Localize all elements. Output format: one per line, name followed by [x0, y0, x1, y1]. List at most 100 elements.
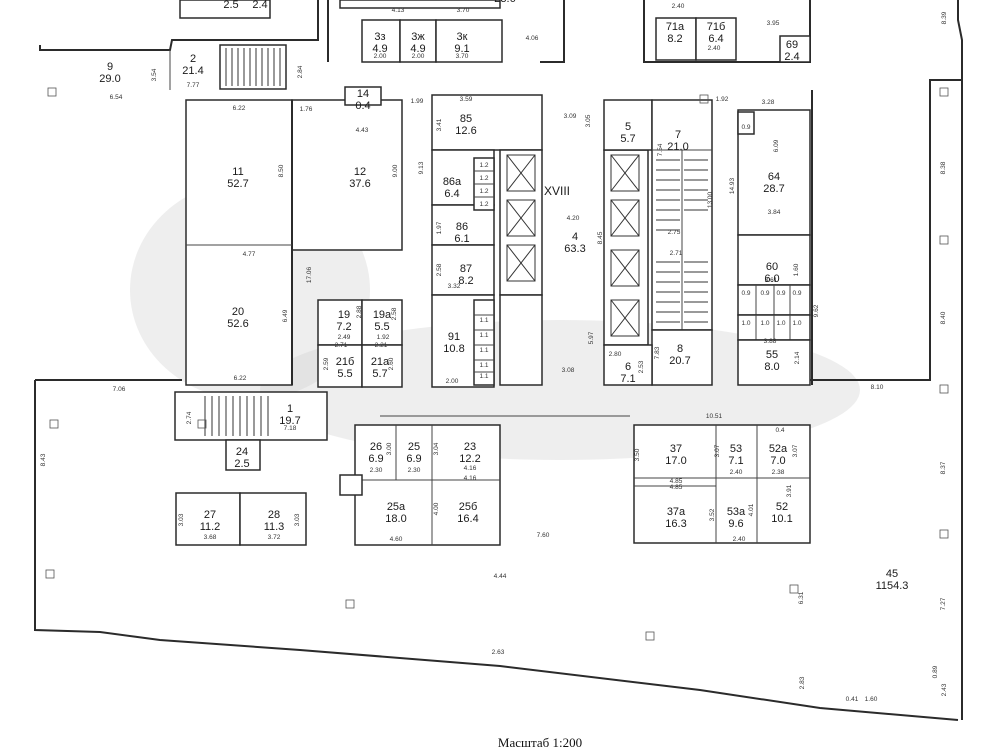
- dimension-label: 3.84: [768, 209, 781, 216]
- dimension-label: 2.30: [408, 467, 421, 474]
- dimension-label: 3.08: [562, 367, 575, 374]
- dimension-label: 7.18: [284, 425, 297, 432]
- small-area-label: 1.2: [479, 175, 488, 182]
- dimension-label: 2.75: [668, 229, 681, 236]
- vertical-dimension-label: 9.13: [418, 161, 425, 174]
- dimension-label: 3.95: [767, 20, 780, 27]
- room-area: 10.1: [771, 513, 792, 525]
- room-number: 11: [232, 166, 243, 178]
- room-number: 27: [204, 509, 216, 521]
- stairs-top: [219, 44, 287, 90]
- vertical-dimension-label: 2.83: [799, 676, 806, 689]
- room-number: 26: [370, 441, 382, 453]
- dimension-label: 3.68: [204, 534, 217, 541]
- room-area: 16.4: [457, 513, 478, 525]
- dimension-label: 3.70: [457, 7, 470, 14]
- room-number: 3к: [457, 31, 468, 43]
- vertical-dimension-label: 3.07: [714, 444, 721, 457]
- dimension-label: 3.88: [764, 338, 777, 345]
- dimension-label: 2.00: [446, 378, 459, 385]
- top-rooms: [179, 0, 811, 63]
- room-number: 9: [107, 61, 113, 73]
- dimension-label: 2.63: [492, 649, 505, 656]
- room-area: 5.5: [337, 368, 352, 380]
- vertical-dimension-label: 3.04: [433, 442, 440, 455]
- vertical-dimension-label: 1.60: [793, 263, 800, 276]
- columns: [45, 87, 949, 641]
- room-number: 85: [460, 113, 472, 125]
- dimension-label: 2.71: [670, 250, 683, 257]
- room-number: 87: [460, 263, 472, 275]
- room-area: 52.7: [227, 178, 248, 190]
- dimension-label: 4.20: [567, 215, 580, 222]
- small-area-label: 1.1: [479, 373, 488, 380]
- room-area: 9.1: [454, 43, 469, 55]
- right-bottom: [633, 424, 811, 544]
- dimension-label: 1.99: [411, 98, 424, 105]
- room-area: 6.1: [454, 233, 469, 245]
- dimension-label: 1.76: [300, 106, 313, 113]
- dimension-label: 7.60: [537, 532, 550, 539]
- room-area: 0.4: [355, 100, 370, 112]
- room-number: 4: [572, 231, 578, 243]
- room-area: 12.2: [459, 453, 480, 465]
- dimension-label: 3.32: [448, 283, 461, 290]
- room-area: 7.1: [620, 373, 635, 385]
- room-number: 71б: [707, 21, 726, 33]
- room-number: 14: [357, 88, 369, 100]
- small-area-label: 1.2: [479, 201, 488, 208]
- vertical-dimension-label: 7.27: [940, 597, 947, 610]
- room-number: 55: [766, 349, 778, 361]
- vertical-dimension-label: 2.84: [297, 65, 304, 78]
- room-number: 91: [448, 331, 460, 343]
- vertical-dimension-label: 8.38: [940, 161, 947, 174]
- dimension-label: 8.10: [871, 384, 884, 391]
- dimension-label: 2.00: [374, 53, 387, 60]
- room-number: 8: [677, 343, 683, 355]
- room-area: 8.2: [458, 275, 473, 287]
- room-number: 37а: [667, 506, 686, 518]
- room-area: 8.0: [764, 361, 779, 373]
- room-area: 21.0: [667, 141, 688, 153]
- vertical-dimension-label: 6.49: [282, 309, 289, 322]
- room-area: 8.2: [667, 33, 682, 45]
- small-area-label: 1.0: [792, 320, 801, 327]
- room-number: 19: [338, 309, 350, 321]
- room-area: 1154.3: [876, 580, 909, 592]
- room-area: 5.5: [374, 321, 389, 333]
- room-number: 25б: [459, 501, 478, 513]
- room-number: 25а: [387, 501, 406, 513]
- room-number: 1: [287, 403, 293, 415]
- vertical-dimension-label: 8.40: [940, 311, 947, 324]
- vertical-dimension-label: 6.31: [798, 591, 805, 604]
- room-number: 52а: [769, 443, 788, 455]
- dimension-label: 7.06: [113, 386, 126, 393]
- vertical-dimension-label: 7.83: [654, 346, 661, 359]
- room-number: 7: [675, 129, 681, 141]
- room-number: 64: [768, 171, 780, 183]
- room-number: 19а: [373, 309, 392, 321]
- dimension-label: 2.80: [609, 351, 622, 358]
- dimension-label: 2.71: [335, 342, 348, 349]
- dimension-label: 3.59: [460, 96, 473, 103]
- room-number: 86а: [443, 176, 462, 188]
- room-area: 6.0: [764, 273, 779, 285]
- dimension-label: 3.28: [762, 99, 775, 106]
- small-area-label: 0.9: [792, 290, 801, 297]
- vertical-dimension-label: 3.91: [786, 484, 793, 497]
- small-area-label: 1.0: [741, 320, 750, 327]
- vertical-dimension-label: 2.53: [638, 360, 645, 373]
- scale-label: Масштаб 1:200: [498, 735, 582, 750]
- vertical-dimension-label: 2.59: [323, 357, 330, 370]
- room-area: 5.7: [620, 133, 635, 145]
- dimension-label: 2.40: [733, 536, 746, 543]
- dimension-label: 7.77: [187, 82, 200, 89]
- room-number: 71а: [666, 21, 685, 33]
- dimension-label: 4.85: [670, 484, 683, 491]
- vertical-dimension-label: 9.00: [392, 164, 399, 177]
- small-area-label: 0.9: [741, 290, 750, 297]
- vertical-dimension-label: 2.88: [356, 305, 363, 318]
- room-area: 2.4: [252, 0, 267, 11]
- small-area-label: 0.4: [775, 427, 784, 434]
- vertical-dimension-label: 0.89: [932, 665, 939, 678]
